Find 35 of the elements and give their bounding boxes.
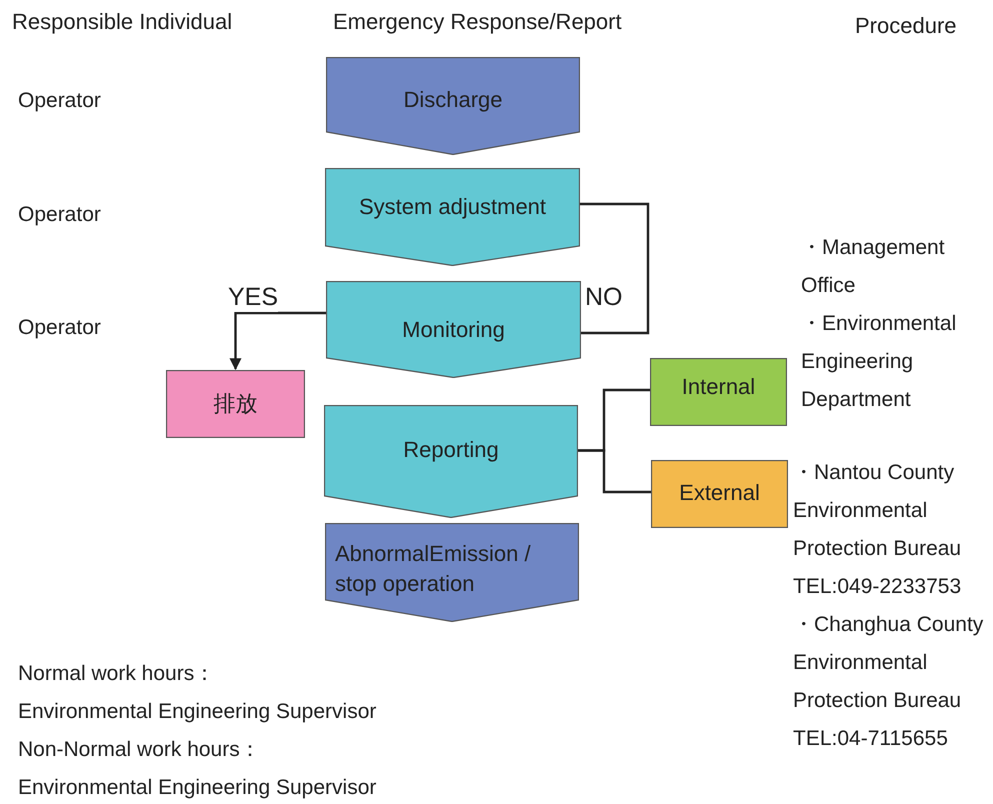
note-text: Non-Normal work hours： bbox=[18, 737, 261, 763]
role-text: Operator bbox=[18, 88, 101, 114]
column-header: Responsible Individual bbox=[12, 8, 232, 36]
contact-text: TEL:04-7115655 bbox=[793, 726, 949, 752]
process-step bbox=[325, 523, 579, 622]
step-label: Monitoring bbox=[401, 316, 506, 344]
note-text: Environmental Engineering Supervisor bbox=[18, 775, 376, 801]
process-step bbox=[326, 281, 581, 378]
step-label: Reporting bbox=[402, 436, 500, 464]
process-step bbox=[326, 57, 580, 155]
contact-text: TEL:049-2233753 bbox=[793, 574, 962, 600]
step-label: System adjustment bbox=[358, 193, 548, 221]
step-label: Discharge bbox=[402, 86, 504, 114]
contact-text: ・Environmental Engineering Department bbox=[801, 311, 958, 413]
process-box bbox=[166, 370, 305, 438]
step-label: External bbox=[678, 479, 761, 507]
step-label: 排放 bbox=[212, 390, 258, 418]
contact-text: ・Management Office bbox=[801, 235, 946, 299]
connector-line bbox=[580, 202, 650, 334]
process-box bbox=[650, 358, 787, 426]
column-header: Procedure bbox=[855, 12, 957, 40]
connector-line bbox=[578, 449, 651, 494]
process-box bbox=[651, 460, 788, 528]
note-text: Normal work hours： bbox=[18, 661, 216, 687]
step-label: AbnormalEmission / stop operation bbox=[335, 540, 532, 598]
contact-text: ・Changhua County Environmental Protection Bureau bbox=[793, 612, 984, 714]
role-text: Operator bbox=[18, 202, 101, 228]
contact-text: ・Nantou County Environmental Protection Bureau bbox=[793, 460, 962, 562]
column-header: Emergency Response/Report bbox=[333, 8, 622, 36]
step-label: Internal bbox=[680, 373, 756, 401]
arrow bbox=[230, 312, 326, 370]
process-step bbox=[325, 168, 580, 266]
role-text: Operator bbox=[18, 315, 101, 341]
process-step bbox=[324, 405, 578, 518]
note-text: Environmental Engineering Supervisor bbox=[18, 699, 376, 725]
